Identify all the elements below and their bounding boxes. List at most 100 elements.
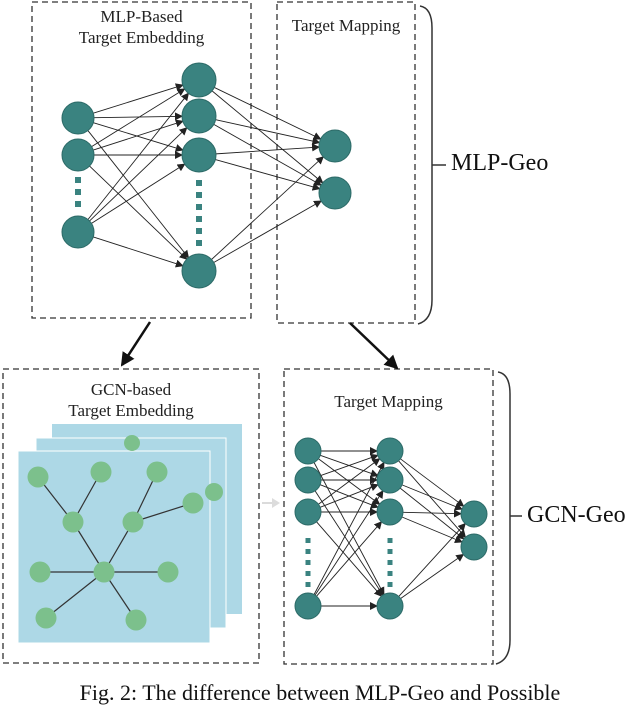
mlp-hidden-node (181, 98, 217, 134)
mapping-edge (399, 487, 465, 540)
mlp-output-node (318, 176, 352, 210)
mlp-embedding-title-line2: Target Embedding (78, 28, 205, 47)
ellipsis-dot (196, 180, 202, 186)
mapping-edge (319, 483, 379, 508)
mapping-edge (398, 522, 466, 597)
mlp-edge (213, 123, 322, 186)
graph-edge (45, 571, 105, 619)
ellipsis-dot (196, 216, 202, 222)
arrow-to-gcn (120, 321, 152, 367)
mapping-hidden-node (376, 466, 404, 494)
ellipsis-dot (305, 538, 311, 543)
figure-caption: Fig. 2: The difference between MLP-Geo a… (79, 680, 561, 705)
graph-node (27, 466, 49, 488)
mlp-edge (91, 88, 186, 147)
mlp-edge (215, 119, 321, 145)
mlp-edge (93, 112, 184, 121)
gcn-embedding-title-line2: Target Embedding (68, 401, 194, 420)
graph-node (146, 461, 168, 483)
graph-node (62, 511, 84, 533)
graph-node (125, 609, 147, 631)
ellipsis-dot (305, 549, 311, 554)
mapping-hidden-node (376, 437, 404, 465)
mlp-edge (91, 163, 186, 224)
mlp-edge (87, 92, 190, 220)
ellipsis-dot (75, 177, 81, 183)
graph-node (182, 492, 204, 514)
mlp-edge (211, 156, 324, 260)
bottom-mapping-title: Target Mapping (334, 392, 443, 411)
mapping-edge (318, 458, 381, 505)
mapping-input-node (294, 498, 322, 526)
mlp-input-node (61, 138, 95, 172)
mapping-input-node (294, 592, 322, 620)
ellipsis-dot (196, 228, 202, 234)
ellipsis-dot (387, 549, 393, 554)
mlp-edge (93, 119, 184, 151)
ellipsis-dot (387, 571, 393, 576)
ellipsis-dot (196, 240, 202, 246)
mapping-edge (316, 521, 383, 597)
top-mapping-title: Target Mapping (291, 16, 401, 35)
graph-node (90, 461, 112, 483)
mapping-edge (400, 458, 465, 507)
mapping-edge (401, 484, 463, 511)
mlp-hidden-node (181, 137, 217, 173)
mapping-input-node (294, 437, 322, 465)
mlp-edge (215, 159, 321, 191)
mapping-output-node (460, 500, 488, 528)
mlp-hidden-node (181, 62, 217, 98)
network-edges (87, 83, 467, 610)
mlp-embedding-title: MLP-Based Target Embedding (32, 6, 251, 48)
network-nodes (61, 62, 488, 620)
ellipsis-dot (75, 189, 81, 195)
mlp-edge (89, 165, 188, 260)
ellipsis-dot (75, 201, 81, 207)
mapping-edge (402, 509, 463, 518)
mlp-edge (215, 143, 321, 155)
gcn-geo-label: GCN-Geo (527, 502, 626, 528)
mlp-edge (93, 83, 184, 114)
gcn-graph-stack (17, 424, 242, 644)
mlp-geo-label: MLP-Geo (451, 150, 549, 176)
gcn-geo-brace (495, 371, 511, 665)
graph-node (205, 483, 223, 501)
mapping-edge (313, 461, 385, 595)
ellipsis-dot (196, 204, 202, 210)
graph-node (35, 607, 57, 629)
mapping-hidden-node (376, 498, 404, 526)
graph-node (93, 561, 115, 583)
ellipsis-dot (305, 571, 311, 576)
mlp-edge (93, 236, 184, 268)
mlp-edge (214, 87, 322, 140)
mapping-edge (398, 460, 467, 538)
mapping-edge (400, 553, 465, 599)
mlp-hidden-node (181, 253, 217, 289)
mlp-embedding-box (31, 1, 252, 319)
mapping-hidden-node (376, 592, 404, 620)
ellipsis-dot (387, 560, 393, 565)
gcn-graph (27, 435, 223, 631)
ellipsis-dot (196, 192, 202, 198)
gcn-embedding-box (2, 368, 260, 664)
arrow-to-mapping (349, 322, 399, 370)
mlp-output-node (318, 129, 352, 163)
ellipsis-dot (305, 582, 311, 587)
mlp-edge (211, 90, 324, 184)
mapping-edge (320, 453, 379, 477)
graph-node (124, 435, 140, 451)
mlp-input-node (61, 215, 95, 249)
gcn-embedding-title: GCN-based Target Embedding (3, 379, 259, 421)
mlp-input-node (61, 101, 95, 135)
mapping-output-node (460, 533, 488, 561)
graph-node (122, 511, 144, 533)
graph-node (29, 561, 51, 583)
mlp-edge (89, 127, 188, 222)
gcn-embedding-title-line1: GCN-based (90, 380, 172, 399)
mapping-input-node (294, 466, 322, 494)
mlp-edge (213, 200, 322, 263)
mapping-edge (314, 490, 384, 596)
ellipsis-dot (387, 538, 393, 543)
ellipsis-dot (387, 582, 393, 587)
